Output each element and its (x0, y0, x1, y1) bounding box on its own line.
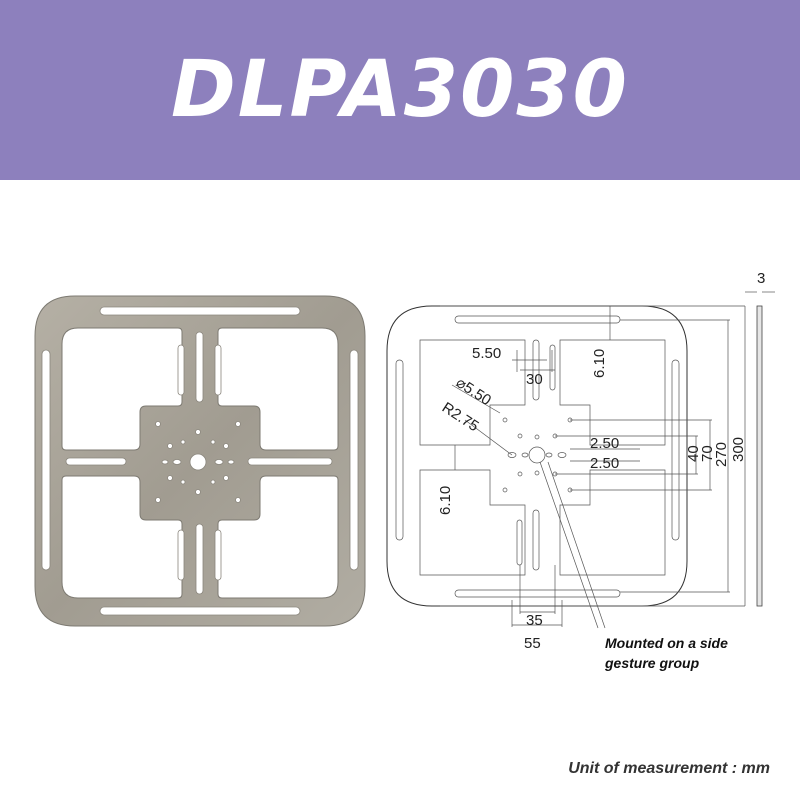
plate-render (34, 295, 366, 627)
side-profile (756, 305, 763, 607)
dim-gap-upper: 2.50 (590, 435, 619, 452)
mount-note-line2: gesture group (604, 655, 700, 671)
product-title: DLPA3030 (171, 45, 629, 135)
dim-hole-spacing-70: 70 (699, 445, 716, 462)
technical-drawing: 3 5.50 30 6.10 ⌀5.50 R2.75 2.50 2.50 40 … (386, 270, 775, 671)
dim-hole-spacing-40: 40 (685, 445, 702, 462)
dim-thickness: 3 (757, 270, 765, 287)
unit-label: Unit of measurement : mm (568, 760, 770, 777)
dim-gap-lower: 2.50 (590, 455, 619, 472)
dim-overall-300: 300 (730, 437, 747, 462)
mount-note-line1: Mounted on a side (605, 635, 728, 651)
dim-hole-diameter: ⌀5.50 (453, 374, 494, 409)
dim-slot-spacing: 30 (526, 371, 543, 388)
dim-inner-270: 270 (713, 442, 730, 467)
dim-slot-radius: R2.75 (439, 399, 482, 435)
dim-edge-offset-top: 6.10 (591, 349, 608, 378)
dim-slot-width: 5.50 (472, 345, 501, 362)
dim-hole-spacing-35: 35 (526, 612, 543, 629)
dim-edge-offset-left: 6.10 (437, 486, 454, 515)
header-banner (0, 0, 800, 180)
dim-hole-spacing-55: 55 (524, 635, 541, 652)
